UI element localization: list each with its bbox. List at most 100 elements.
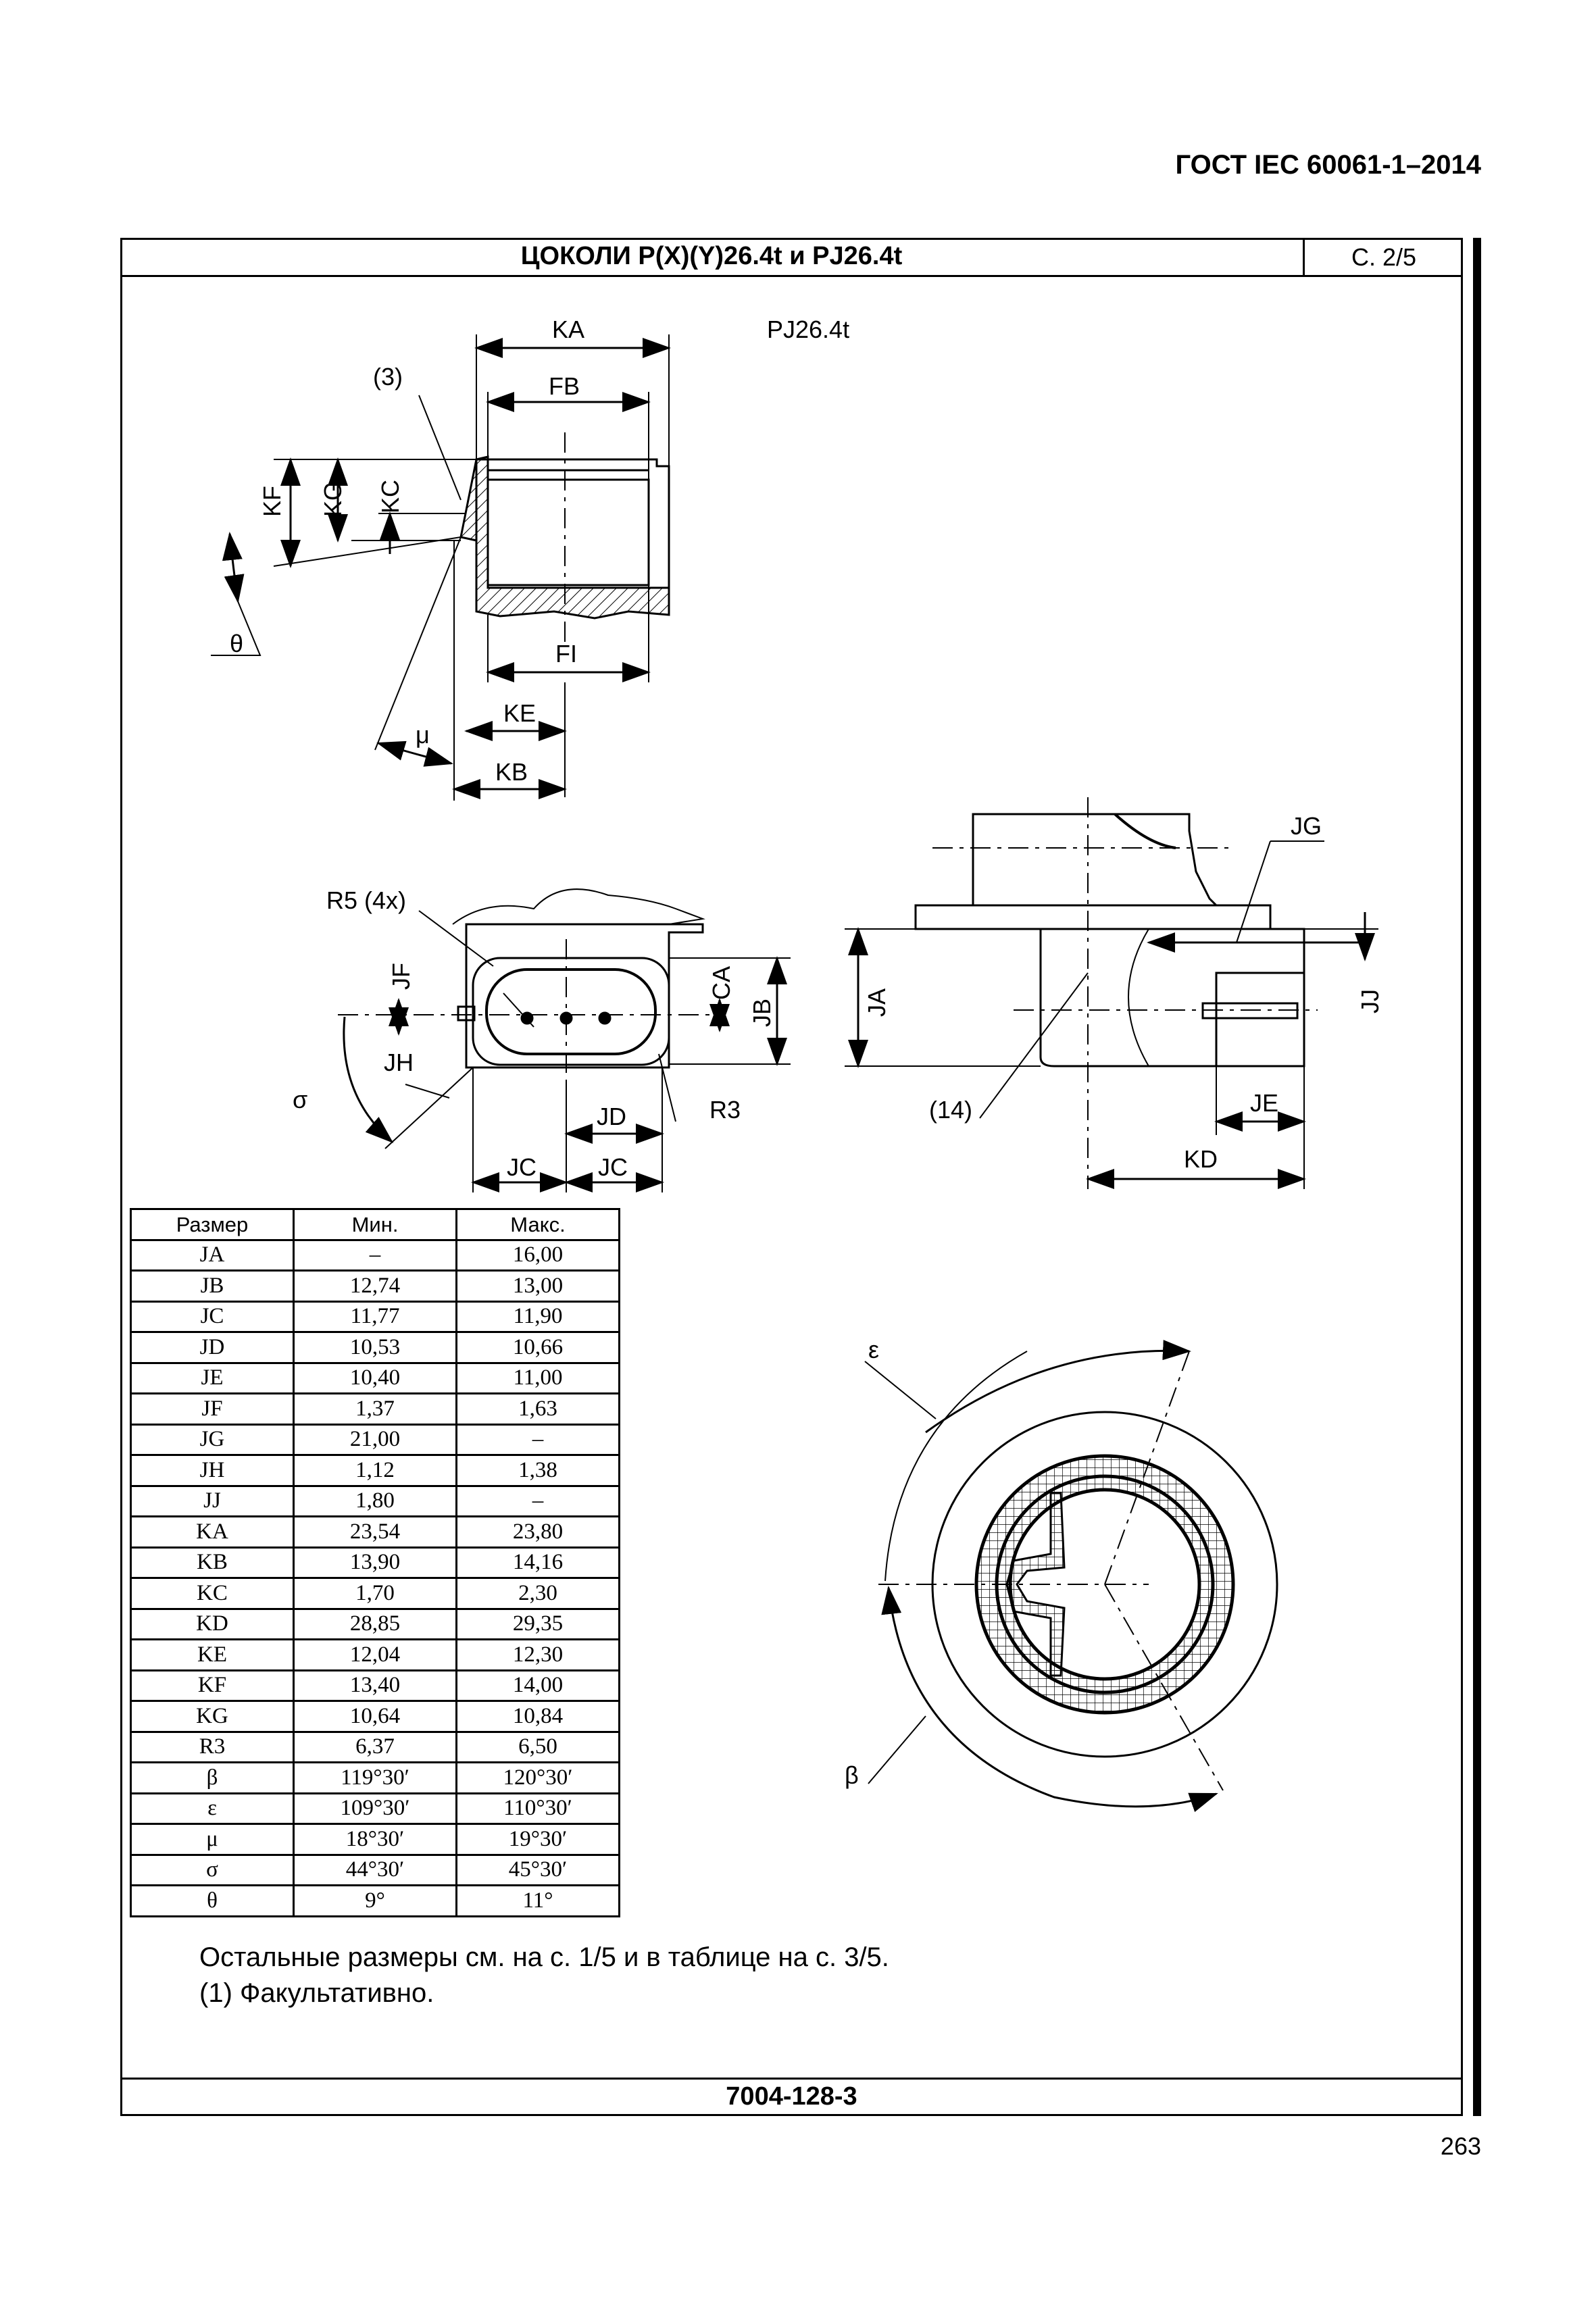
table-cell-min: 44°30′ (293, 1853, 457, 1886)
table-cell-min: 13,90 (293, 1546, 457, 1579)
note-line-1: Остальные размеры см. на с. 1/5 и в табл… (199, 1942, 889, 1972)
table-cell-min: 10,64 (293, 1700, 457, 1733)
table-cell-size: ε (130, 1792, 295, 1825)
table-cell-size: JJ (130, 1484, 295, 1517)
table-cell-max: 10,84 (455, 1700, 620, 1733)
label-beta: β (845, 1761, 859, 1789)
label-kb: KB (495, 758, 528, 786)
label-theta: θ (230, 630, 243, 657)
standard-number: ГОСТ IEC 60061-1–2014 (1175, 150, 1481, 180)
table-cell-min: 9° (293, 1884, 457, 1917)
table-cell-max: 12,30 (455, 1638, 620, 1671)
label-pj: PJ26.4t (767, 316, 849, 343)
table-cell-max: 10,66 (455, 1331, 620, 1364)
table-cell-max: 1,63 (455, 1392, 620, 1426)
table-cell-max: 29,35 (455, 1607, 620, 1640)
table-cell-size: JB (130, 1269, 295, 1303)
table-header: Размер (130, 1208, 295, 1241)
side-flange (914, 904, 1272, 930)
table-cell-min: 11,77 (293, 1300, 457, 1333)
table-cell-size: JF (130, 1392, 295, 1426)
side-top (972, 813, 1219, 907)
label-jh: JH (384, 1049, 414, 1076)
label-jf: JF (387, 963, 415, 990)
table-cell-max: 13,00 (455, 1269, 620, 1303)
table-cell-min: 12,74 (293, 1269, 457, 1303)
table-cell-max: 16,00 (455, 1238, 620, 1272)
table-cell-max: 120°30′ (455, 1761, 620, 1794)
label-fb: FB (549, 372, 580, 400)
note-line-2: (1) Факультативно. (199, 1978, 434, 2008)
table-cell-max: 14,00 (455, 1669, 620, 1702)
sheet-title: ЦОКОЛИ P(X)(Y)26.4t и PJ26.4t (520, 242, 903, 270)
table-cell-size: KC (130, 1577, 295, 1610)
label-fi: FI (555, 640, 577, 668)
plan-oval (485, 968, 657, 1055)
section-view (211, 334, 671, 801)
title-row (120, 238, 1463, 277)
table-cell-max: 6,50 (455, 1730, 620, 1763)
table-cell-size: KG (130, 1700, 295, 1733)
label-jj: JJ (1356, 989, 1384, 1013)
ref3-leader (418, 395, 462, 501)
table-cell-size: KF (130, 1669, 295, 1702)
table-cell-size: JG (130, 1423, 295, 1456)
table-cell-max: 110°30′ (455, 1792, 620, 1825)
table-cell-size: σ (130, 1853, 295, 1886)
table-cell-max: 23,80 (455, 1515, 620, 1549)
table-header: Мин. (293, 1208, 457, 1241)
label-kd: KD (1184, 1145, 1218, 1173)
table-cell-min: 23,54 (293, 1515, 457, 1549)
table-cell-min: 21,00 (293, 1423, 457, 1456)
theta-arc (222, 532, 245, 603)
plan-key (457, 1005, 476, 1022)
table-cell-min: 6,37 (293, 1730, 457, 1763)
label-kc: KC (376, 480, 404, 513)
plan-break (452, 888, 705, 925)
table-cell-size: JH (130, 1454, 295, 1487)
table-cell-max: 11° (455, 1884, 620, 1917)
table-cell-size: KA (130, 1515, 295, 1549)
label-epsilon: ε (868, 1336, 879, 1363)
table-cell-min: 28,85 (293, 1607, 457, 1640)
page-number: 263 (1440, 2132, 1481, 2160)
table-cell-min: 1,80 (293, 1484, 457, 1517)
table-cell-size: R3 (130, 1730, 295, 1763)
table-cell-max: 1,38 (455, 1454, 620, 1487)
table-cell-size: JE (130, 1361, 295, 1394)
table-cell-max: 14,16 (455, 1546, 620, 1579)
section-slope (459, 459, 478, 611)
label-sigma: σ (293, 1086, 307, 1113)
table-cell-max: 19°30′ (455, 1823, 620, 1856)
code-row (120, 2078, 1463, 2116)
ring-view (864, 1340, 1278, 1813)
sheet-page: С. 2/5 (1351, 243, 1417, 271)
table-cell-min: 10,53 (293, 1331, 457, 1364)
table-cell-size: β (130, 1761, 295, 1794)
side-view (845, 797, 1378, 1189)
epsilon-arc (925, 1340, 1191, 1434)
label-jd: JD (597, 1103, 626, 1130)
table-cell-min: 109°30′ (293, 1792, 457, 1825)
table-cell-min: 1,70 (293, 1577, 457, 1610)
table-cell-size: JC (130, 1300, 295, 1333)
plan-view (338, 888, 791, 1192)
plan-inner (472, 957, 670, 1066)
table-cell-max: – (455, 1484, 620, 1517)
